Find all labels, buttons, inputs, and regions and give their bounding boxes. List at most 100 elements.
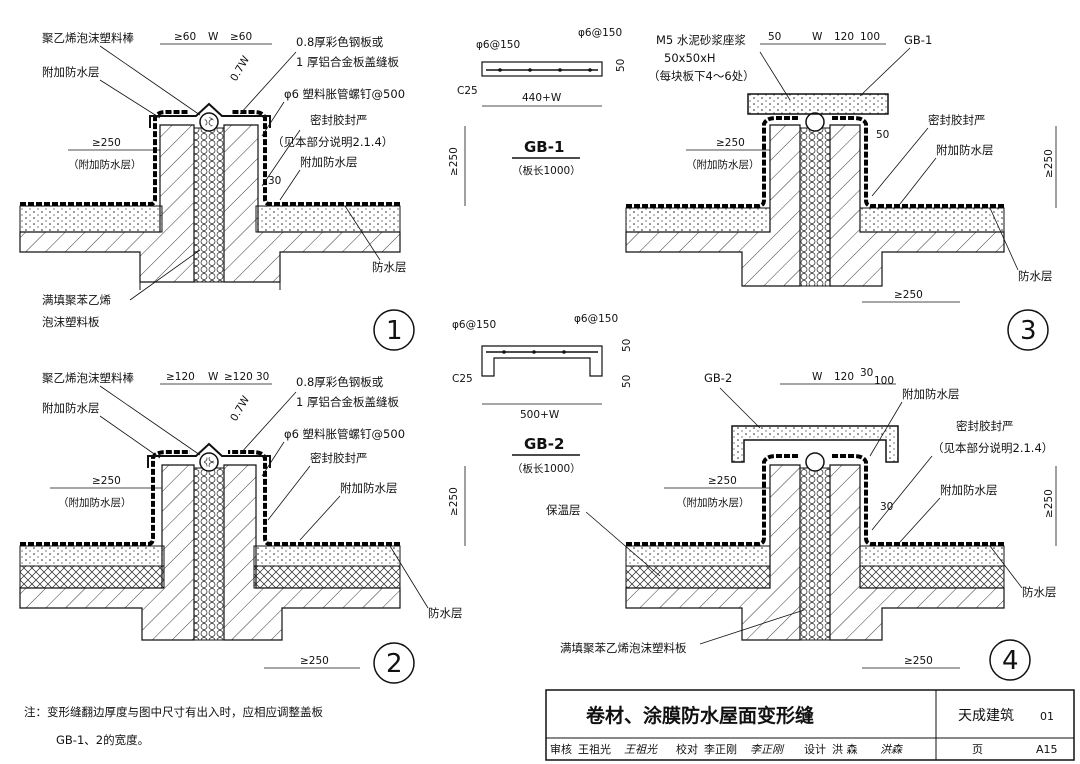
detail-2: 聚乙烯泡沫塑料棒 附加防水层 0.8厚彩色钢板或 1 厚铝合金板盖缝板 φ6 塑… (19, 371, 466, 684)
detail-2-membrane-right (228, 450, 400, 546)
detail-2-screw-label: φ6 塑料胀管螺钉@500 (284, 427, 405, 441)
detail-4-extra-layer-label: 附加防水层 (940, 483, 998, 497)
detail-3-mortar-leader (759, 51, 791, 101)
detail-3-dim-ge250: ≥250 (716, 137, 745, 149)
detail-4-dim-100: 100 (874, 375, 894, 387)
detail-1-plate-label-1: 0.8厚彩色钢板或 (296, 35, 384, 49)
detail-2-number-circle (373, 642, 415, 684)
detail-2-number: 2 (386, 649, 403, 679)
detail-3-membrane-right (830, 116, 1004, 208)
detail-2-extra-leader (99, 415, 161, 459)
detail-3-gb1-plate (747, 93, 889, 115)
detail-4-sealant-label: 密封胶封严 (956, 419, 1014, 433)
detail-3-extra-layer-label: 附加防水层 (936, 143, 994, 157)
detail-1-dim-30: 30 (268, 175, 281, 187)
detail-1-rod-label: 聚乙烯泡沫塑料棒 (42, 31, 134, 45)
detail-3-membrane (626, 116, 800, 208)
detail-4-number-circle (989, 639, 1031, 681)
gb1-width: 440+W (522, 92, 562, 104)
detail-2-cover-plate (147, 442, 271, 468)
gb1-rebar-dot-4 (588, 68, 592, 72)
detail-2-dim-extra: （附加防水层） (58, 496, 132, 509)
detail-3-number-circle (1007, 309, 1049, 351)
detail-2-foam (193, 467, 225, 641)
reviewer-signature: 王祖光 (624, 743, 658, 756)
detail-1-membrane-right (232, 110, 400, 206)
detail-4-dim-bottom250: ≥250 (904, 655, 933, 667)
detail-4-screed-left (625, 545, 771, 567)
detail-4-membrane-right (830, 454, 1004, 546)
detail-2-waterproof-leader (389, 545, 429, 609)
page-number: A15 (1036, 743, 1058, 756)
note-line-2: GB-1、2的宽度。 (56, 733, 149, 747)
detail-1-rod-leader (99, 45, 201, 116)
detail-4: GB-2 附加防水层 密封胶封严 （见本部分说明2.1.4） 附加防水层 保温层… (546, 367, 1057, 681)
detail-1-extra-leader (99, 79, 161, 119)
gb2-rebar-dot-3 (562, 350, 566, 354)
gb1-rebar-right: φ6@150 (578, 27, 622, 39)
detail-3-waterproof-label: 防水层 (1018, 269, 1053, 283)
detail-3-dim-v250: ≥250 (1043, 149, 1055, 178)
detail-3-dim-50: 50 (768, 31, 781, 43)
gb1-rebar-left: φ6@150 (476, 39, 520, 51)
detail-2-extra-right-leader (299, 495, 341, 541)
detail-2-extra-layer-right-label: 附加防水层 (340, 481, 398, 495)
gb2-thick-top: 50 (621, 339, 633, 352)
detail-4-membrane (626, 454, 800, 546)
detail-4-dim-v250: ≥250 (1043, 489, 1055, 518)
detail-4-fill-label: 满填聚苯乙烯泡沫塑料板 (560, 641, 687, 655)
designer-signature: 洪森 (880, 743, 903, 756)
gb1-rebar-dot-3 (558, 68, 562, 72)
detail-4-dim-extra: （附加防水层） (676, 496, 750, 509)
detail-1-dim-left: ≥60 (174, 31, 196, 43)
detail-4-extra-top-leader (869, 401, 903, 457)
detail-2-dim-w: W (208, 371, 219, 383)
detail-3-dim-extra: （附加防水层） (686, 158, 760, 171)
detail-4-insulation-right (859, 565, 1005, 589)
detail-1-dim-w: W (208, 31, 219, 43)
atlas-number: 01 (1040, 710, 1054, 723)
detail-1-plate-label-2: 1 厚铝合金板盖缝板 (296, 55, 399, 69)
detail-4-extra-layer-top-label: 附加防水层 (902, 387, 960, 401)
gb1-section: φ6@150 φ6@150 C25 50 440+W GB-1 （板长1000） (457, 27, 627, 177)
detail-3-screed-left (625, 207, 771, 233)
detail-2-insulation-left (19, 565, 165, 589)
gb2-length: （板长1000） (512, 462, 581, 475)
detail-2-plate-label-2: 1 厚铝合金板盖缝板 (296, 395, 399, 409)
detail-3-dim-w: W (812, 31, 823, 43)
detail-2-screed-left (19, 545, 165, 567)
detail-2-waterproof-label: 防水层 (428, 606, 463, 620)
detail-4-dim-ge250: ≥250 (708, 475, 737, 487)
gb1-concrete: C25 (457, 85, 478, 97)
detail-2-dim-v250: ≥250 (448, 487, 460, 516)
detail-1-foam (193, 127, 225, 283)
detail-1-bottom-edge (139, 282, 281, 290)
detail-1-membrane (20, 110, 188, 206)
detail-2-dim-bottom250: ≥250 (300, 655, 329, 667)
gb2-rebar-right: φ6@150 (574, 313, 618, 325)
detail-1-waterproof-leader (344, 205, 381, 261)
detail-4-dim-120: 120 (834, 371, 854, 383)
gb1-thick: 50 (615, 59, 627, 72)
detail-3-screed-right (859, 207, 1005, 233)
detail-1-dim-ge250: ≥250 (92, 137, 121, 149)
detail-1-number-circle (373, 309, 415, 351)
detail-1-screed-right (255, 205, 401, 233)
detail-1-plate-leader (239, 51, 297, 115)
detail-4-dim-30b: 30 (880, 501, 893, 513)
detail-3-sealant-label: 密封胶封严 (928, 113, 986, 127)
gb2-rebar-dot-2 (532, 350, 536, 354)
detail-3-gb-leader (859, 47, 911, 97)
detail-1-number: 1 (386, 316, 403, 346)
detail-3-foam (799, 127, 831, 287)
detail-1-fill-leader (129, 249, 201, 301)
detail-2-membrane (20, 450, 190, 546)
detail-3-extra-leader (899, 157, 937, 205)
detail-2-dim-left: ≥120 (166, 371, 195, 383)
detail-2-screed-right (253, 545, 401, 567)
check-label: 校对 (676, 742, 698, 756)
watermark: 天成建筑 (958, 708, 1014, 724)
gb2-slab (481, 345, 603, 377)
detail-1-fill-label-2: 泡沫塑料板 (42, 315, 100, 329)
